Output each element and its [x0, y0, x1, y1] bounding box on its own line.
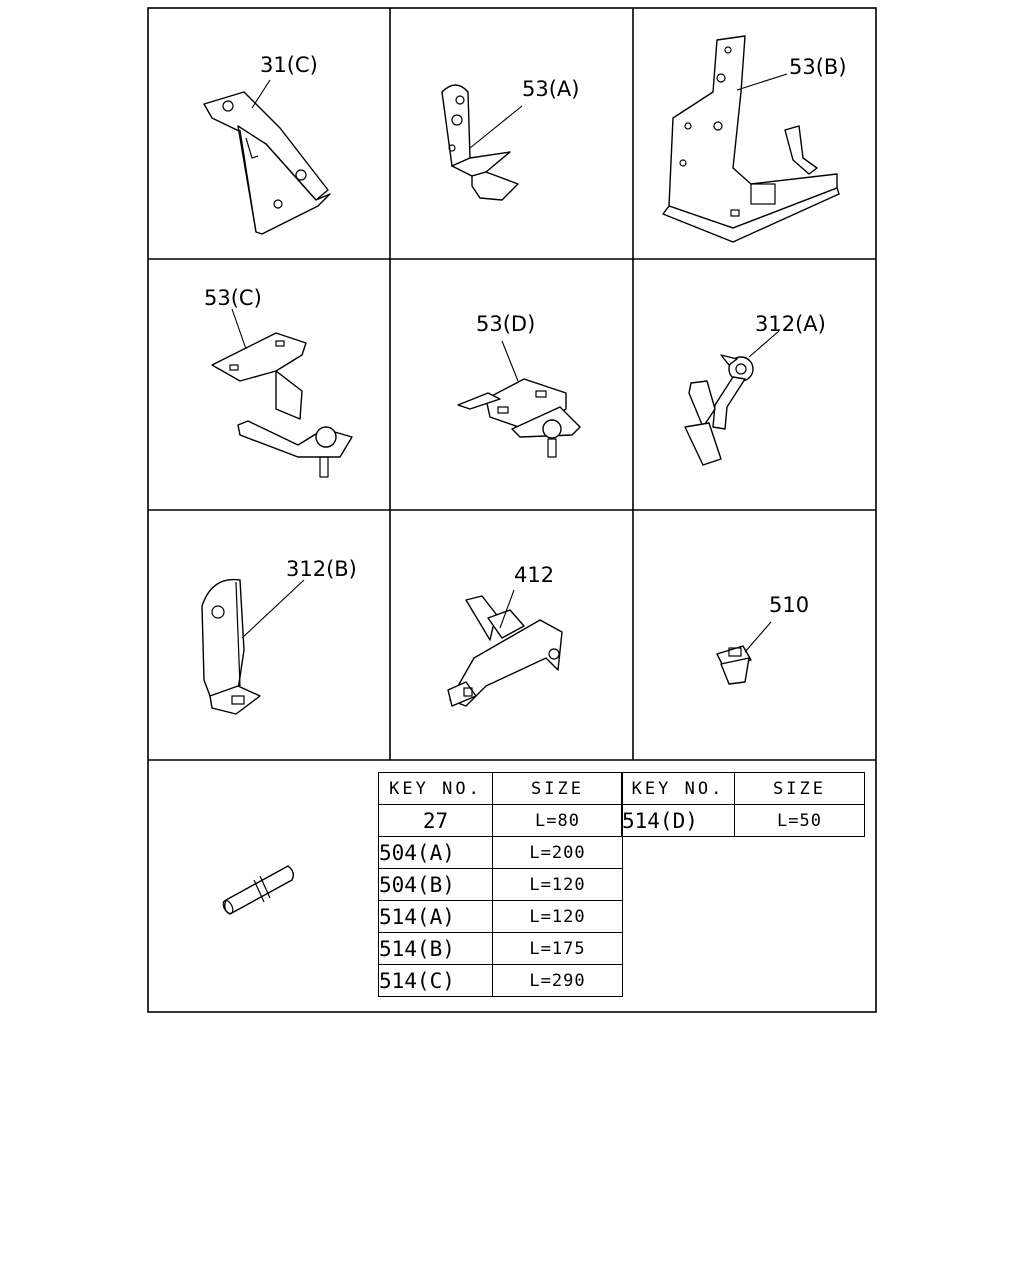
label-312a: 312(A) [755, 312, 826, 336]
cell-part-53a: 53(A) [441, 77, 579, 201]
bracket-312b-drawing [201, 578, 261, 715]
bracket-412-drawing [447, 595, 563, 707]
key-cell: 514(A) [378, 900, 493, 933]
tube-drawing [222, 865, 295, 915]
label-53d: 53(D) [476, 312, 535, 336]
label-53a: 53(A) [522, 77, 579, 101]
hose-icon [222, 865, 295, 915]
size-table-left: KEY NO. SIZE 27 L=80 504(A) L=200 504(B)… [378, 772, 623, 997]
header-key-no: KEY NO. [621, 772, 735, 805]
cell-part-312b: 312(B) [201, 557, 357, 715]
label-31c: 31(C) [260, 53, 318, 77]
key-cell: 504(A) [378, 836, 493, 869]
cell-part-31c: 31(C) [203, 53, 331, 235]
table-row: 514(B) L=175 [378, 932, 623, 965]
label-510: 510 [769, 593, 809, 617]
size-cell: L=80 [492, 804, 623, 837]
key-cell: 514(C) [378, 964, 493, 997]
clip-510-drawing [716, 645, 752, 685]
key-cell: 514(D) [621, 804, 735, 837]
table-row: 27 L=80 [378, 804, 623, 837]
size-cell: L=290 [492, 964, 623, 997]
cell-part-53d: 53(D) [457, 312, 581, 458]
bracket-53b-drawing [662, 35, 840, 243]
key-cell: 27 [378, 804, 493, 837]
key-cell: 514(B) [378, 932, 493, 965]
cell-part-312a: 312(A) [684, 312, 826, 466]
size-cell: L=200 [492, 836, 623, 869]
header-key-no: KEY NO. [378, 772, 493, 805]
table-row: 504(A) L=200 [378, 836, 623, 869]
table-row: 514(A) L=120 [378, 900, 623, 933]
label-53b: 53(B) [789, 55, 847, 79]
bracket-31c-drawing [203, 91, 331, 235]
table-row: 504(B) L=120 [378, 868, 623, 901]
cell-part-53b: 53(B) [662, 35, 847, 243]
table-row: 514(C) L=290 [378, 964, 623, 997]
size-cell: L=120 [492, 868, 623, 901]
table-header-row: KEY NO. SIZE [621, 772, 865, 805]
cell-part-53c: 53(C) [204, 286, 353, 478]
header-size: SIZE [734, 772, 865, 805]
bracket-53d-drawing [457, 378, 581, 458]
cell-part-412: 412 [447, 563, 563, 707]
key-cell: 504(B) [378, 868, 493, 901]
size-cell: L=50 [734, 804, 865, 837]
header-size: SIZE [492, 772, 623, 805]
label-53c: 53(C) [204, 286, 262, 310]
size-table-right: KEY NO. SIZE 514(D) L=50 [621, 772, 865, 837]
table-header-row: KEY NO. SIZE [378, 772, 623, 805]
cell-part-510: 510 [716, 593, 809, 685]
size-cell: L=120 [492, 900, 623, 933]
label-312b: 312(B) [286, 557, 357, 581]
lever-312a-drawing [684, 354, 754, 466]
label-412: 412 [514, 563, 554, 587]
bracket-53c-drawing [211, 332, 353, 478]
size-cell: L=175 [492, 932, 623, 965]
table-row: 514(D) L=50 [621, 804, 865, 837]
bracket-53a-drawing [441, 84, 519, 201]
